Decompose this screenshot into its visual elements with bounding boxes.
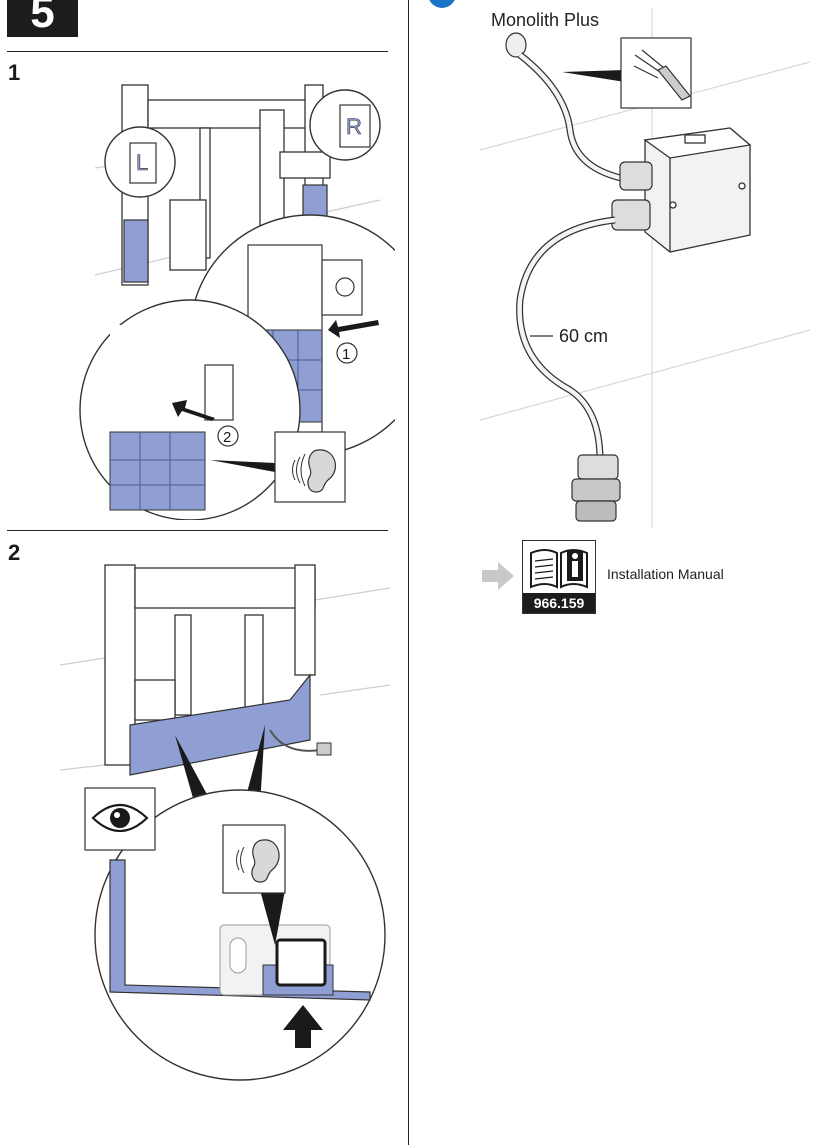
section-divider-middle xyxy=(7,530,388,531)
figure-mounting-frame-clips: L R 1 2 xyxy=(79,84,395,520)
callout-2: 2 xyxy=(223,429,231,446)
manual-number: 966.159 xyxy=(523,593,595,613)
lower-cover xyxy=(129,673,311,776)
manual-label: Installation Manual xyxy=(607,566,724,582)
book-info-icon xyxy=(530,549,588,589)
reference-arrow-icon xyxy=(482,562,514,590)
up-arrow xyxy=(283,1005,323,1048)
column-divider xyxy=(408,0,409,1145)
section-divider-top xyxy=(7,51,388,52)
step-number: 5 xyxy=(30,0,55,37)
eye-icon xyxy=(91,804,149,832)
ear-icon xyxy=(292,449,337,493)
step-bullet xyxy=(429,0,455,8)
callout-1: 1 xyxy=(342,346,350,363)
step-number-badge: 5 xyxy=(7,0,78,37)
ear-icon-2 xyxy=(236,839,280,883)
substep-number-1: 1 xyxy=(8,60,21,85)
callout-circle-1 xyxy=(336,342,358,364)
substep-number-2: 2 xyxy=(8,540,21,565)
figure-connection-box-cable xyxy=(429,0,811,528)
label-right: R xyxy=(346,114,362,139)
callout-circle-2 xyxy=(217,425,239,447)
push-arrow-2 xyxy=(172,400,215,421)
left-side-panel xyxy=(123,219,149,283)
label-left: L xyxy=(136,150,148,175)
manual-book-icon-box: 966.159 xyxy=(522,540,596,614)
push-arrow-1 xyxy=(328,320,379,338)
figure-lower-cover-fitting xyxy=(59,564,390,1081)
product-name: Monolith Plus xyxy=(491,10,600,30)
cable-length-label: 60 cm xyxy=(559,326,609,346)
cable-connector xyxy=(571,454,621,522)
